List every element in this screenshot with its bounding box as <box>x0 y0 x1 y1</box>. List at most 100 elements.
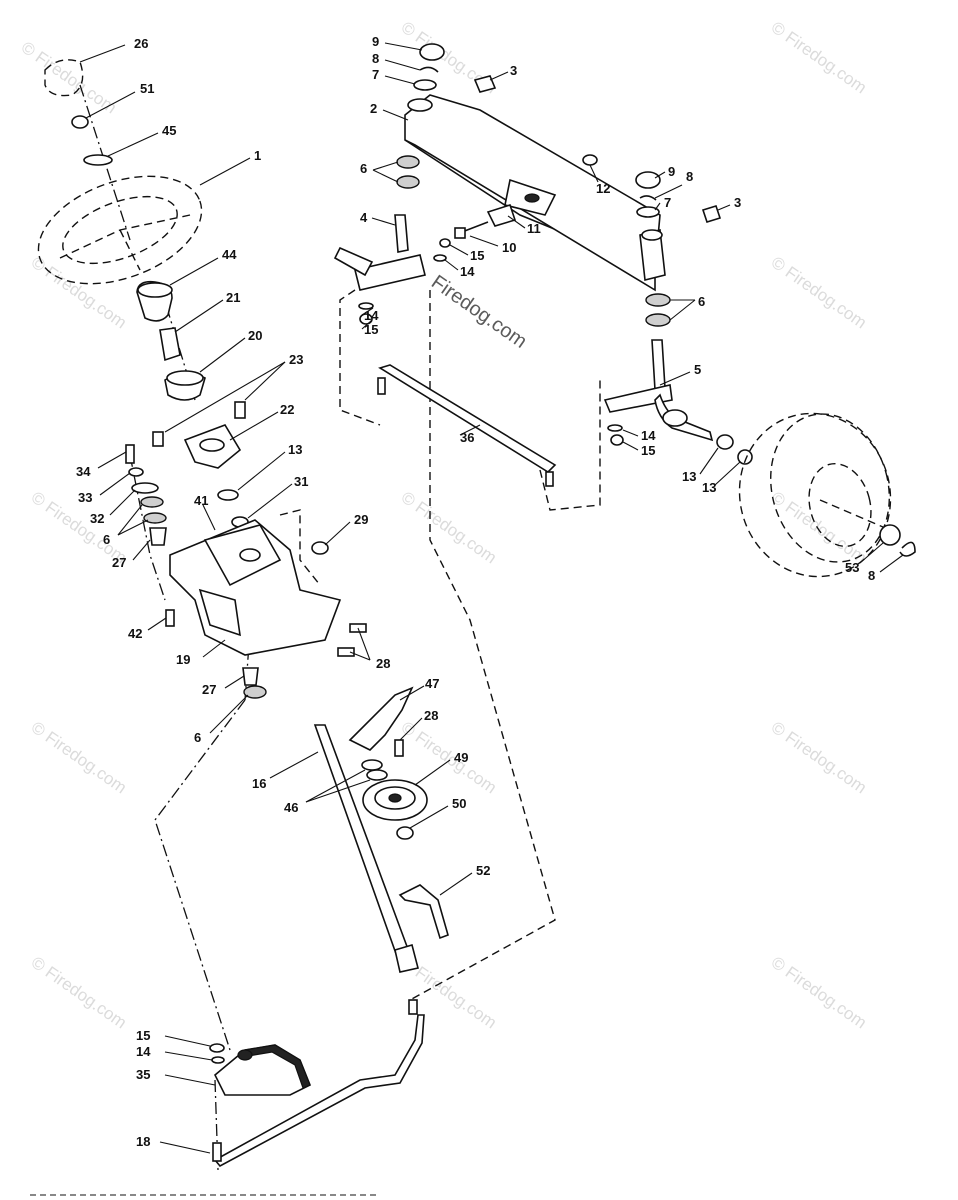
callout-28-pulley: 28 <box>424 708 438 723</box>
callout-7-left: 7 <box>372 67 379 82</box>
spacer-27b <box>242 667 259 686</box>
washer-53 <box>879 524 901 546</box>
callout-52: 52 <box>476 863 490 878</box>
callout-3-left: 3 <box>510 63 517 78</box>
wheel-tire <box>738 412 892 578</box>
bolt-42 <box>165 609 175 627</box>
nut-50 <box>396 826 414 840</box>
cap-26 <box>44 59 84 97</box>
callout-6-right: 6 <box>698 294 705 309</box>
watermark-1: © Firedog.com <box>18 38 120 118</box>
callout-21: 21 <box>226 290 240 305</box>
nut-15c <box>359 313 373 325</box>
grease-fitting-3b <box>701 205 722 223</box>
callout-45: 45 <box>162 123 176 138</box>
callout-5: 5 <box>694 362 701 377</box>
callout-46: 46 <box>284 800 298 815</box>
spacer-27a <box>149 527 167 546</box>
callout-6-axle: 6 <box>360 161 367 176</box>
callout-32: 32 <box>90 511 104 526</box>
callout-44: 44 <box>222 247 237 262</box>
bolt-10 <box>454 227 466 239</box>
callout-22: 22 <box>280 402 294 417</box>
washer-46b <box>366 769 388 781</box>
washer-13b <box>716 434 734 450</box>
bolt-18 <box>212 1142 222 1162</box>
callout-12: 12 <box>596 181 610 196</box>
shaft-21 <box>159 327 181 362</box>
washer-13a <box>217 489 239 501</box>
washer-32 <box>131 482 159 494</box>
callout-2: 2 <box>370 101 377 116</box>
spacer-11 <box>486 203 517 227</box>
callout-51: 51 <box>140 81 154 96</box>
callout-47: 47 <box>425 676 439 691</box>
bolt-23a <box>234 401 246 419</box>
callout-34: 34 <box>76 464 91 479</box>
callout-53: 53 <box>845 560 859 575</box>
callout-13-wheel-b: 13 <box>702 480 716 495</box>
watermark-12: © Firedog.com <box>28 953 130 1033</box>
washer-14a <box>211 1056 225 1064</box>
watermark-14: © Firedog.com <box>768 953 870 1033</box>
clip-8c <box>899 541 916 557</box>
steering-bracket-assembly <box>125 401 367 699</box>
callout-14-sector: 14 <box>136 1044 151 1059</box>
callout-16: 16 <box>252 776 266 791</box>
spring-52 <box>398 884 449 940</box>
sector-gear-assembly <box>209 999 425 1168</box>
callout-13-upper: 13 <box>288 442 302 457</box>
bearing-6d <box>645 293 671 307</box>
callout-8-left: 8 <box>372 51 379 66</box>
callout-7-right: 7 <box>664 195 671 210</box>
callout-15-spindle: 15 <box>364 322 378 337</box>
callout-29: 29 <box>354 512 368 527</box>
washer-14c <box>358 302 374 310</box>
steering-wheel-1 <box>37 175 203 285</box>
callout-36: 36 <box>460 430 474 445</box>
bearing-6a <box>140 496 164 508</box>
nut-12 <box>582 154 598 166</box>
cap-9b <box>635 171 661 189</box>
bolt-23b <box>152 431 164 447</box>
callout-4: 4 <box>360 210 368 225</box>
nut-15b <box>439 238 451 248</box>
bolt-28b <box>337 647 355 657</box>
drag-link-18 <box>213 1014 425 1168</box>
watermark-5: © Firedog.com <box>768 253 870 333</box>
callout-23: 23 <box>289 352 303 367</box>
shaft-16 <box>313 724 414 967</box>
callout-28-bracket: 28 <box>376 656 390 671</box>
washer-14d <box>607 424 623 432</box>
callout-33: 33 <box>78 490 92 505</box>
spindle-5 <box>651 339 666 391</box>
nut-51 <box>71 115 89 129</box>
watermark-3: © Firedog.com <box>768 18 870 98</box>
watermark-8: © Firedog.com <box>768 488 870 568</box>
tie-rod-36 <box>378 364 557 474</box>
bolt-28c <box>394 739 404 757</box>
watermark-11: © Firedog.com <box>768 718 870 798</box>
callout-9-right: 9 <box>668 164 675 179</box>
callout-labels: 26 51 45 1 44 21 20 23 22 13 31 34 33 32… <box>76 34 875 1149</box>
washer-7b <box>636 206 660 218</box>
bearing-6b <box>243 685 267 699</box>
callout-31: 31 <box>294 474 308 489</box>
callout-13-wheel-a: 13 <box>682 469 696 484</box>
washer-45 <box>83 154 113 166</box>
nut-15a <box>209 1043 225 1053</box>
callout-8-right: 8 <box>686 169 693 184</box>
callout-6-lower: 6 <box>194 730 201 745</box>
callout-19: 19 <box>176 652 190 667</box>
callout-14-axle: 14 <box>460 264 475 279</box>
callout-1: 1 <box>254 148 261 163</box>
bushing-29 <box>311 541 329 555</box>
callout-3-right: 3 <box>734 195 741 210</box>
washer-46a <box>361 759 383 771</box>
watermark-7: © Firedog.com <box>398 488 500 568</box>
callout-41: 41 <box>194 493 208 508</box>
watermark-center: Firedog.com <box>427 271 531 353</box>
watermark-layer: © Firedog.com © Firedog.com © Firedog.co… <box>18 18 870 1033</box>
steering-shaft-assembly <box>313 686 449 973</box>
callout-27-lower: 27 <box>202 682 216 697</box>
